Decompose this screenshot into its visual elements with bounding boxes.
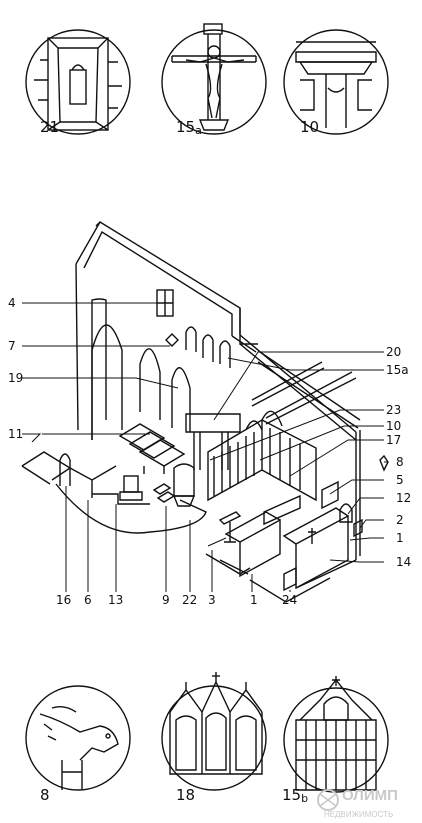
callout-8: 8 bbox=[396, 455, 404, 469]
watermark-subtitle: НЕДВИЖИМОСТЬ bbox=[324, 810, 393, 819]
inset-10-capital bbox=[283, 29, 389, 135]
inset-label-21: 21 bbox=[40, 118, 59, 136]
inset-18-altarpiece bbox=[161, 672, 267, 791]
callout-12: 12 bbox=[396, 491, 411, 505]
inset-label-15a: 15a bbox=[176, 118, 202, 137]
watermark-brand: ОЛИМП bbox=[342, 787, 398, 804]
callout-20: 20 bbox=[386, 345, 401, 359]
watermark-logo-icon bbox=[317, 789, 339, 811]
callout-2: 2 bbox=[396, 513, 404, 527]
callout-1-right: 1 bbox=[396, 531, 404, 545]
callout-13: 13 bbox=[108, 593, 123, 607]
watermark: ОЛИМП НЕДВИЖИМОСТЬ bbox=[317, 787, 398, 819]
inset-15a-crucifix bbox=[161, 23, 267, 135]
inset-label-15b: 15b bbox=[282, 786, 308, 805]
callout-4: 4 bbox=[8, 296, 16, 310]
callout-22: 22 bbox=[182, 593, 197, 607]
inset-15b-screen bbox=[283, 676, 389, 793]
callout-17: 17 bbox=[386, 433, 401, 447]
callout-6: 6 bbox=[84, 593, 92, 607]
callout-5: 5 bbox=[396, 473, 404, 487]
inset-label-18: 18 bbox=[176, 786, 195, 804]
inset-8-gargoyle bbox=[25, 685, 131, 791]
callout-7: 7 bbox=[8, 339, 16, 353]
callout-23: 23 bbox=[386, 403, 401, 417]
callout-1-bottom: 1 bbox=[250, 593, 258, 607]
callout-11: 11 bbox=[8, 427, 23, 441]
inset-21-window bbox=[25, 29, 131, 135]
callout-15a: 15a bbox=[386, 363, 409, 377]
callout-24: 24 bbox=[282, 593, 297, 607]
callout-19: 19 bbox=[8, 371, 23, 385]
church-isometric bbox=[21, 221, 389, 603]
callout-10: 10 bbox=[386, 419, 401, 433]
callout-16: 16 bbox=[56, 593, 71, 607]
callout-9: 9 bbox=[162, 593, 170, 607]
callout-14: 14 bbox=[396, 555, 411, 569]
callout-3: 3 bbox=[208, 593, 216, 607]
inset-label-10: 10 bbox=[300, 118, 319, 136]
inset-label-8: 8 bbox=[40, 786, 50, 804]
callout-leaders bbox=[22, 302, 388, 592]
watermark-logo-mark bbox=[319, 793, 337, 807]
